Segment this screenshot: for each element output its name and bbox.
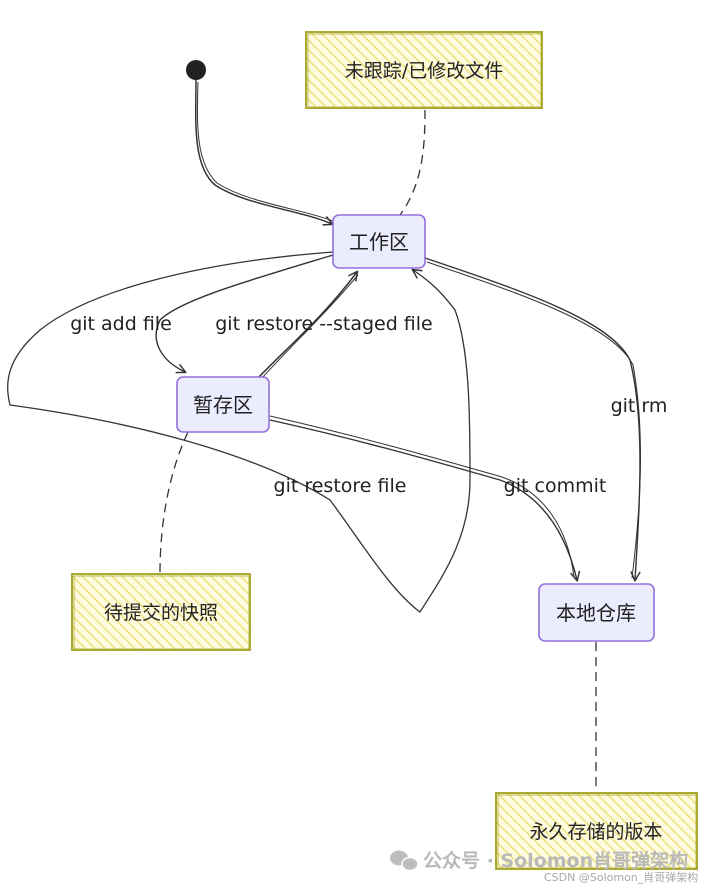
edge-rm-label: git rm — [611, 395, 668, 417]
edge-start-to-workspace — [194, 79, 334, 226]
watermark-credit: CSDN @Solomon_肖哥弹架构 — [544, 870, 698, 884]
start-node — [186, 60, 206, 80]
watermark-main: 公众号 · Solomon肖哥弹架构 — [423, 849, 688, 872]
state-workspace-label: 工作区 — [349, 230, 409, 254]
edge-restore-label: git restore file — [274, 475, 407, 497]
state-repo[interactable]: 本地仓库 — [538, 583, 655, 642]
wechat-icon — [390, 850, 419, 872]
note-versions: 永久存储的版本 — [495, 792, 698, 870]
state-repo-label: 本地仓库 — [556, 601, 636, 625]
note-versions-label: 永久存储的版本 — [529, 821, 662, 843]
state-staging-label: 暂存区 — [193, 393, 253, 417]
watermark: 公众号 · Solomon肖哥弹架构 CSDN @Solomon_肖哥弹架构 — [390, 849, 698, 884]
note-untracked-label: 未跟踪/已修改文件 — [345, 60, 503, 82]
note-link-untracked — [399, 109, 426, 216]
note-link-snapshot — [159, 431, 189, 574]
edge-commit — [269, 419, 581, 582]
edge-commit-label: git commit — [504, 475, 607, 497]
edge-add-label: git add file — [70, 313, 172, 335]
note-snapshot: 待提交的快照 — [71, 573, 251, 651]
edge-restore-staged — [257, 270, 359, 379]
edge-add — [155, 254, 334, 374]
edge-restore-loop — [7, 251, 471, 613]
note-untracked: 未跟踪/已修改文件 — [305, 31, 543, 109]
note-snapshot-label: 待提交的快照 — [104, 602, 218, 624]
state-staging[interactable]: 暂存区 — [176, 376, 270, 433]
state-workspace[interactable]: 工作区 — [332, 214, 426, 269]
edge-restore-staged-label: git restore --staged file — [215, 313, 433, 335]
edge-rm — [424, 257, 641, 582]
